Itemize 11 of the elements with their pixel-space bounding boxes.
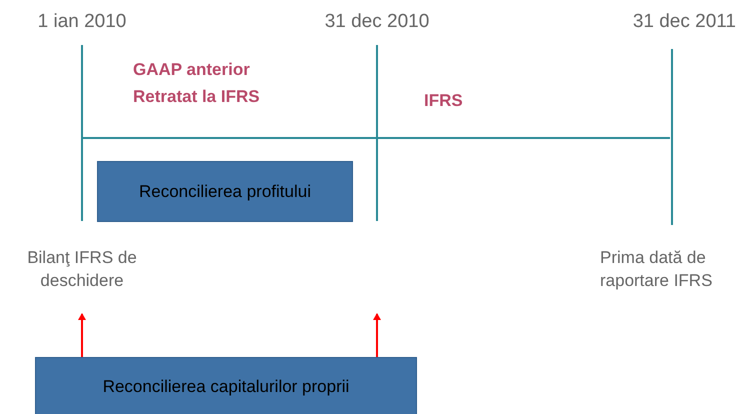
date-label: 31 dec 2010 (324, 10, 430, 34)
milestone-label: Prima dată de raportare IFRS (600, 247, 714, 292)
date-label: 31 dec 2011 (632, 10, 736, 34)
arrow (78, 313, 86, 357)
arrow (373, 313, 381, 357)
period-label: GAAP anterior Retratat la IFRS (133, 59, 261, 108)
period-label: IFRS (424, 90, 464, 112)
process-box: Reconcilierea capitalurilor proprii (35, 357, 417, 414)
process-box: Reconcilierea profitului (97, 161, 353, 222)
milestone-label: Bilanţ IFRS de deschidere (26, 247, 138, 292)
date-label: 1 ian 2010 (36, 10, 128, 34)
